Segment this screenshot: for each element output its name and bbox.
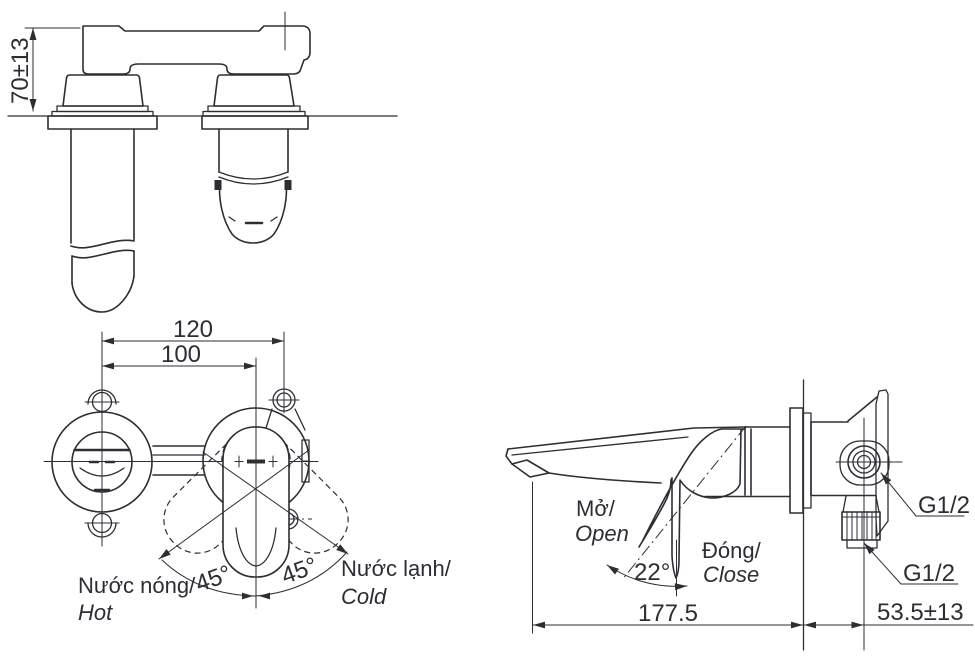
dim-height-label: 70±13 [7, 37, 34, 104]
spout-plan [70, 128, 135, 313]
label-open-vi: Mở/ [576, 496, 616, 521]
dim-wall-depth-label: 53.5±13 [877, 599, 964, 626]
thread-bottom-label: G1/2 [903, 560, 955, 587]
faucet-body-plan [82, 25, 311, 75]
side-view: 22° Mở/ Open Đóng/ Close G1/2 G1/2 177.5… [505, 379, 974, 651]
spout-side [505, 426, 746, 484]
spout-front [51, 389, 153, 538]
label-open-en: Open [575, 521, 629, 546]
thread-top-label: G1/2 [918, 492, 970, 519]
label-close-en: Close [703, 562, 759, 587]
dim-hole-spacing-label: 120 [173, 316, 213, 343]
label-hot-en: Hot [78, 600, 113, 625]
mounting-plate-side [875, 389, 889, 537]
angle-left-label: 45° [192, 560, 235, 598]
label-cold-en: Cold [341, 584, 387, 609]
front-view: 120 100 [43, 316, 452, 625]
dim-spout-reach-label: 177.5 [638, 600, 698, 627]
top-view: 70±13 [7, 11, 398, 313]
handle-plan [214, 128, 292, 244]
handle-lever-closed [638, 428, 746, 579]
supply-nut [841, 495, 881, 549]
dim-center-spacing-label: 100 [161, 341, 201, 368]
label-close-vi: Đóng/ [702, 538, 762, 563]
label-hot-vi: Nước nóng/ [78, 573, 196, 598]
handle-open-centerline [621, 425, 747, 581]
angle-open-label: 22° [634, 559, 670, 586]
label-cold-vi: Nước lạnh/ [341, 556, 452, 581]
